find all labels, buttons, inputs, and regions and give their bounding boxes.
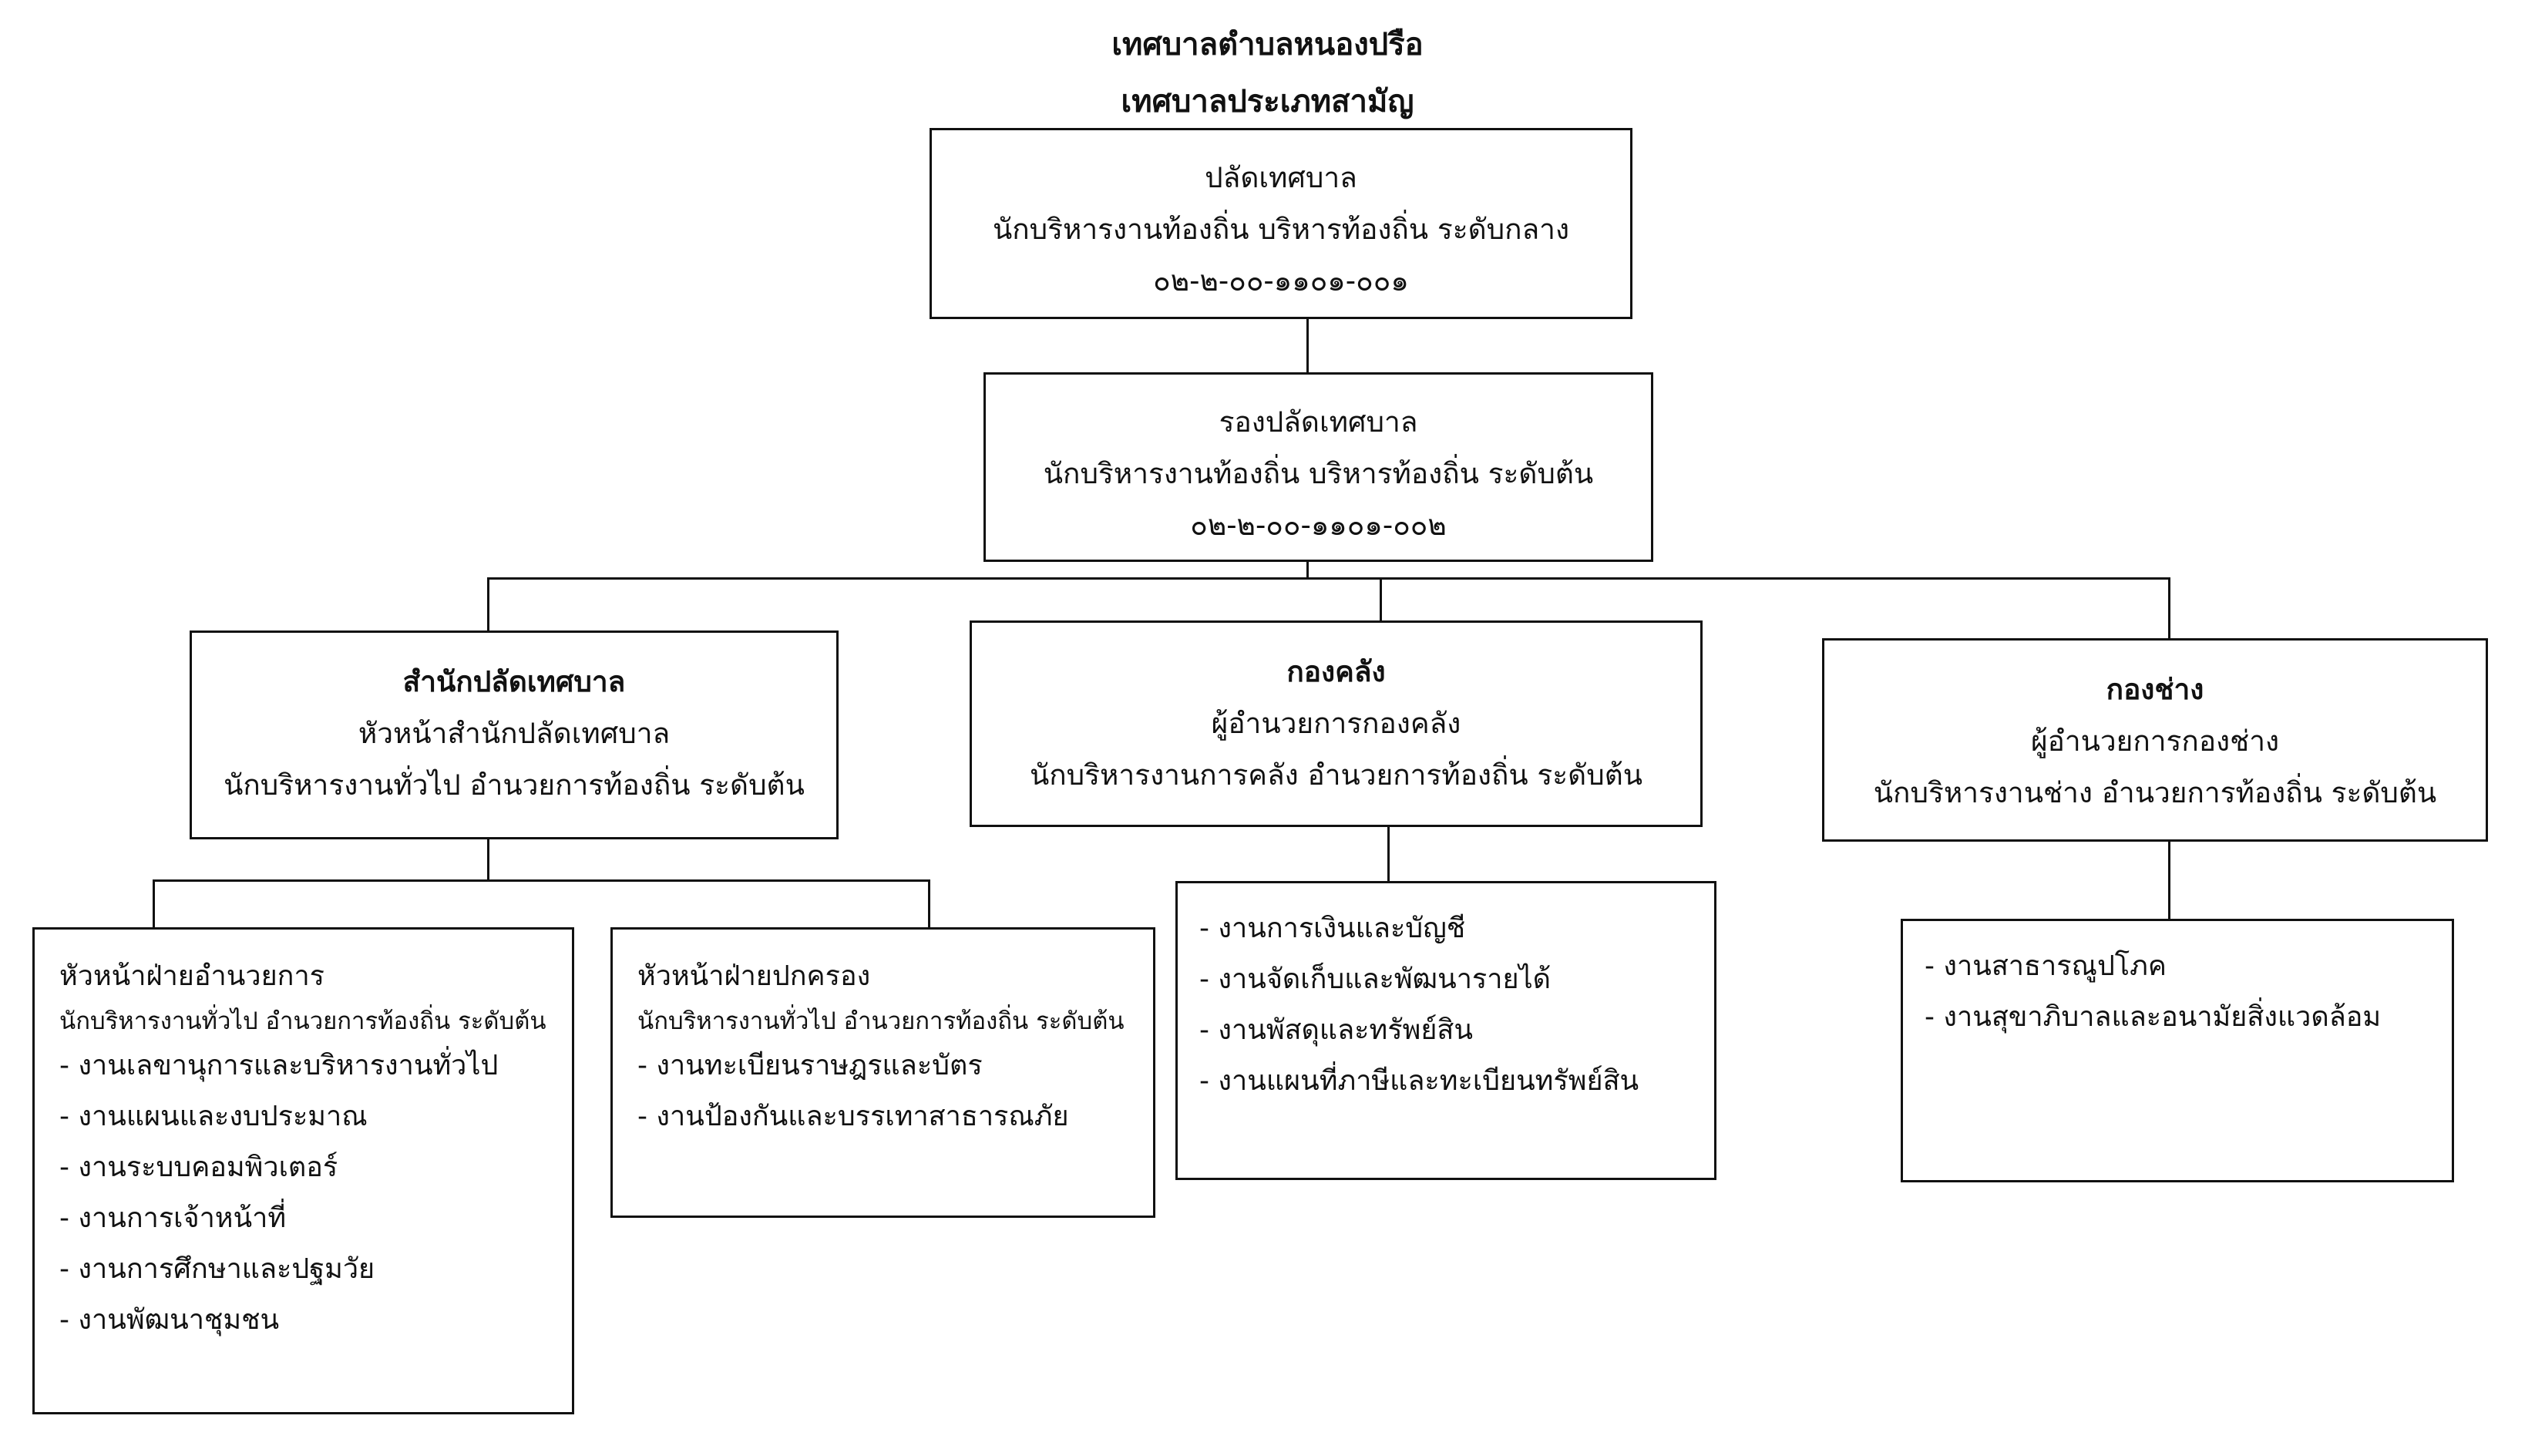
connector-engineering-tasks xyxy=(2168,841,2170,920)
admin-task: - งานการเจ้าหน้าที่ xyxy=(59,1202,287,1234)
connector-bus-finance xyxy=(1380,577,1382,622)
finance-name: กองคลัง xyxy=(1286,655,1386,688)
finance-position: นักบริหารงานการคลัง อำนวยการท้องถิ่น ระด… xyxy=(1029,758,1643,792)
governance-section-box: หัวหน้าฝ่ายปกครอง นักบริหารงานทั่วไป อำน… xyxy=(610,927,1155,1218)
finance-task: - งานแผนที่ภาษีและทะเบียนทรัพย์สิน xyxy=(1199,1065,1639,1097)
governance-section-position: นักบริหารงานทั่วไป อำนวยการท้องถิ่น ระดั… xyxy=(637,1007,1125,1035)
admin-section-position: นักบริหารงานทั่วไป อำนวยการท้องถิ่น ระดั… xyxy=(59,1007,546,1035)
admin-task: - งานเลขานุการและบริหารงานทั่วไป xyxy=(59,1050,499,1081)
org-title: เทศบาลตำบลหนองปรือ xyxy=(1111,27,1424,62)
connector-palat-deputy xyxy=(1306,318,1309,373)
finance-task: - งานจัดเก็บและพัฒนารายได้ xyxy=(1199,963,1552,995)
connector-bus-engineering xyxy=(2168,577,2170,639)
engineering-box: กองช่าง ผู้อำนวยการกองช่าง นักบริหารงานช… xyxy=(1822,638,2488,842)
connector-deputy-bus xyxy=(1306,561,1309,578)
palat-position: นักบริหารงานท้องถิ่น บริหารท้องถิ่น ระดั… xyxy=(992,213,1570,246)
admin-section-box: หัวหน้าฝ่ายอำนวยการ นักบริหารงานทั่วไป อ… xyxy=(32,927,574,1414)
connector-office-bus xyxy=(487,838,489,880)
deputy-title: รองปลัดเทศบาล xyxy=(1219,405,1418,439)
governance-section-head: หัวหน้าฝ่ายปกครอง xyxy=(637,960,871,992)
admin-task: - งานการศึกษาและปฐมวัย xyxy=(59,1253,375,1285)
deputy-position: นักบริหารงานท้องถิ่น บริหารท้องถิ่น ระดั… xyxy=(1043,457,1594,490)
deputy-box: รองปลัดเทศบาล นักบริหารงานท้องถิ่น บริหา… xyxy=(983,372,1653,562)
office-box: สำนักปลัดเทศบาล หัวหน้าสำนักปลัดเทศบาล น… xyxy=(190,630,839,839)
palat-code: ๐๒-๒-๐๐-๑๑๐๑-๐๐๑ xyxy=(1153,264,1409,298)
office-name: สำนักปลัดเทศบาล xyxy=(402,665,626,698)
finance-tasks-box: - งานการเงินและบัญชี - งานจัดเก็บและพัฒน… xyxy=(1175,881,1716,1180)
engineering-task: - งานสุขาภิบาลและอนามัยสิ่งแวดล้อม xyxy=(1925,1001,2382,1033)
finance-box: กองคลัง ผู้อำนวยการกองคลัง นักบริหารงานก… xyxy=(970,620,1703,827)
connector-bus-governance xyxy=(928,879,930,929)
connector-bus-office xyxy=(487,577,489,633)
admin-task: - งานแผนและงบประมาณ xyxy=(59,1101,368,1132)
admin-section-head: หัวหน้าฝ่ายอำนวยการ xyxy=(59,960,325,992)
admin-task: - งานพัฒนาชุมชน xyxy=(59,1304,280,1336)
connector-bus-admin xyxy=(153,879,155,929)
finance-head: ผู้อำนวยการกองคลัง xyxy=(1211,707,1461,740)
org-subtitle: เทศบาลประเภทสามัญ xyxy=(1121,84,1414,119)
connector-section-bus xyxy=(153,879,930,882)
engineering-tasks-box: - งานสาธารณูปโภค - งานสุขาภิบาลและอนามัย… xyxy=(1901,919,2454,1182)
deputy-code: ๐๒-๒-๐๐-๑๑๐๑-๐๐๒ xyxy=(1190,509,1447,542)
palat-box: ปลัดเทศบาล นักบริหารงานท้องถิ่น บริหารท้… xyxy=(930,128,1632,319)
connector-division-bus xyxy=(487,577,2170,580)
office-head: หัวหน้าสำนักปลัดเทศบาล xyxy=(358,717,671,750)
connector-finance-tasks xyxy=(1387,826,1390,883)
palat-title: ปลัดเทศบาล xyxy=(1205,161,1357,194)
admin-task: - งานระบบคอมพิวเตอร์ xyxy=(59,1152,338,1183)
office-position: นักบริหารงานทั่วไป อำนวยการท้องถิ่น ระดั… xyxy=(224,768,805,802)
finance-task: - งานการเงินและบัญชี xyxy=(1199,913,1466,944)
engineering-head: ผู้อำนวยการกองช่าง xyxy=(2030,725,2280,758)
engineering-position: นักบริหารงานช่าง อำนวยการท้องถิ่น ระดับต… xyxy=(1873,776,2437,809)
finance-task: - งานพัสดุและทรัพย์สิน xyxy=(1199,1014,1473,1046)
governance-task: - งานทะเบียนราษฎรและบัตร xyxy=(637,1050,983,1081)
governance-task: - งานป้องกันและบรรเทาสาธารณภัย xyxy=(637,1101,1069,1132)
engineering-task: - งานสาธารณูปโภค xyxy=(1925,950,2167,982)
engineering-name: กองช่าง xyxy=(2106,673,2204,706)
